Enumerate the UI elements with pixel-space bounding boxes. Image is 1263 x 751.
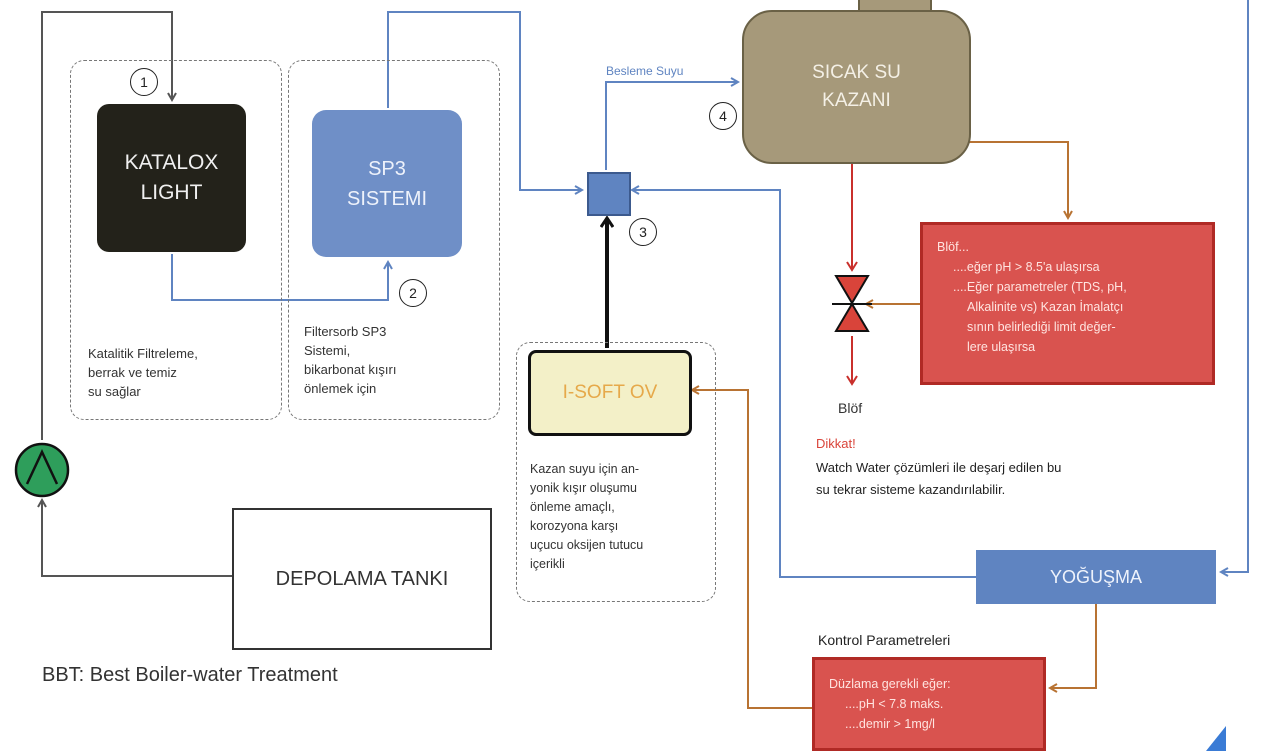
blof-line-1: ....eğer pH > 8.5'a ulaşırsa <box>953 260 1100 274</box>
isoft-group <box>516 342 716 602</box>
kontrol-line-1: ....pH < 7.8 maks. <box>845 697 944 711</box>
katalox-light-box: KATALOX LIGHT <box>97 104 246 252</box>
step-marker-2: 2 <box>399 279 427 307</box>
flow-line-kazan-to-blofbox <box>962 141 1068 218</box>
condensation-box: YOĞUŞMA <box>976 550 1216 604</box>
blof-line-3: Alkalinite vs) Kazan İmalatçı <box>967 300 1124 314</box>
dikkat-line-2: su tekrar sisteme kazandırılabilir. <box>816 482 1006 497</box>
step-marker-4: 4 <box>709 102 737 130</box>
sp3-caption: Filtersorb SP3 Sistemi, bikarbonat kışır… <box>304 324 397 396</box>
step-marker-3: 3 <box>629 218 657 246</box>
kontrol-title: Düzlama gerekli eğer: <box>829 677 951 691</box>
flow-line-pump-to-katalox <box>41 11 172 440</box>
blowdown-valve-icon <box>832 275 872 332</box>
blof-line-2: ....Eğer parametreler (TDS, pH, <box>953 280 1127 294</box>
flow-line-yogusma-to-mixer <box>632 190 976 578</box>
isoft-box: I-SOFT OV <box>528 350 692 436</box>
dikkat-title: Dikkat! <box>816 436 856 451</box>
flow-line-katalox-to-sp3 <box>171 254 388 301</box>
step-marker-1: 1 <box>130 68 158 96</box>
flow-line-kazan-to-yogusma <box>1221 0 1249 572</box>
sp3-system-box: SP3 SISTEMI <box>312 110 462 257</box>
blof-line-5: lere ulaşırsa <box>967 340 1036 354</box>
bbt-caption: BBT: Best Boiler-water Treatment <box>42 664 338 686</box>
flow-line-yogusma-to-kontrol <box>1050 604 1097 688</box>
mixing-point <box>587 172 631 216</box>
control-parameters-box: Düzlama gerekli eğer: ....pH < 7.8 maks.… <box>812 657 1046 751</box>
flow-line-besleme <box>605 82 738 170</box>
blowdown-info-box: Blöf... ....eğer pH > 8.5'a ulaşırsa ...… <box>920 222 1215 385</box>
blof-line-4: sının belirlediği limit değer- <box>967 320 1116 334</box>
blof-label: Blöf <box>838 400 863 416</box>
sp3-group <box>288 60 500 420</box>
depolama-tank-box: DEPOLAMA TANKI <box>232 508 492 650</box>
katalox-group <box>70 60 282 420</box>
blof-title: Blöf... <box>937 240 969 254</box>
isoft-caption: Kazan suyu için an- yonik kışır oluşumu … <box>530 462 644 571</box>
flow-line-kontrol-to-isoft <box>692 390 812 709</box>
pump-icon <box>14 442 70 498</box>
hot-water-boiler: SICAK SU KAZANI <box>742 10 971 164</box>
besleme-label: Besleme Suyu <box>606 64 684 78</box>
arrow-right-icon <box>1206 726 1226 751</box>
flow-line-sp3-to-mixer <box>387 11 582 190</box>
katalox-caption: Katalitik Filtreleme, berrak ve temiz su… <box>88 346 198 399</box>
kontrol-line-2: ....demir > 1mg/l <box>845 717 935 731</box>
kontrol-heading: Kontrol Parametreleri <box>818 632 951 648</box>
dikkat-line-1: Watch Water çözümleri ile deşarj edilen … <box>816 460 1062 475</box>
flow-line-depolama-to-pump <box>42 500 232 577</box>
